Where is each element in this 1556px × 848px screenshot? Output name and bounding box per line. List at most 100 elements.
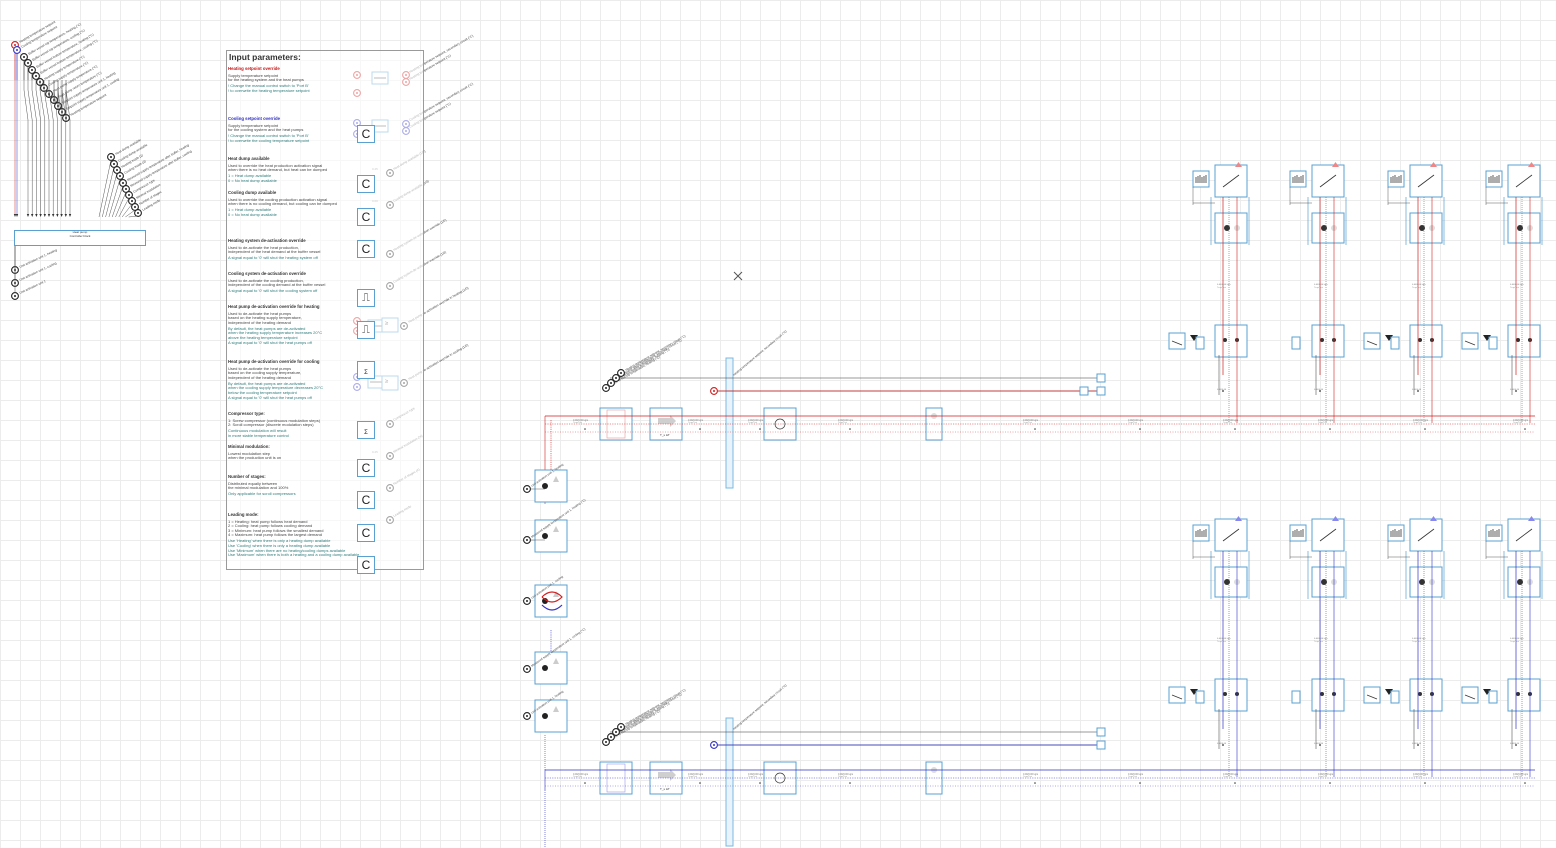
arrow-up-icon xyxy=(1235,162,1242,167)
port-dot xyxy=(125,188,127,190)
pulse-block[interactable]: ⎍ xyxy=(357,321,375,339)
constant-block[interactable]: C xyxy=(357,208,375,226)
param-line: independent of the heating demand xyxy=(228,319,291,325)
pump-icon xyxy=(542,665,548,671)
controller-input-wire xyxy=(121,203,133,218)
header-pipe xyxy=(725,717,734,847)
param-section-title: Heating setpoint override xyxy=(228,66,280,71)
controller-input-wire xyxy=(125,209,136,218)
unit-control-block xyxy=(1214,324,1248,358)
flow-label: Tsup/Tret xyxy=(1412,286,1421,289)
arrow-up-icon xyxy=(1332,162,1339,167)
junction xyxy=(1515,390,1517,392)
port-dot xyxy=(16,49,18,51)
junction xyxy=(1424,428,1426,430)
pump-icon xyxy=(1321,579,1327,585)
port-dot xyxy=(605,387,607,389)
flow-label: Tsup/Tret xyxy=(748,775,757,778)
junction xyxy=(1524,428,1526,430)
controller-input-wire xyxy=(128,215,139,218)
unit-control-block xyxy=(1311,678,1345,712)
pulse-block[interactable]: ⎍ xyxy=(357,289,375,307)
port-dot xyxy=(110,156,112,158)
flow-label: Tsup/Tret xyxy=(1314,286,1323,289)
gain-block xyxy=(1291,336,1301,350)
junction xyxy=(584,428,586,430)
gain-block xyxy=(1291,690,1301,704)
flow-label: Tsup/Tret xyxy=(1318,775,1327,778)
flow-label: 0.00/0.00 kg/s xyxy=(838,419,854,422)
unit-pump-block xyxy=(1311,212,1345,244)
param-line: Supply temperature setpoint xyxy=(228,122,279,128)
junction xyxy=(1139,782,1141,784)
arrow-head xyxy=(60,214,63,217)
arrow-up-icon xyxy=(1332,516,1339,521)
flow-label: Tsup/Tret xyxy=(1217,640,1226,643)
pump-icon xyxy=(1517,225,1523,231)
param-section-title: Cooling system de-activation override xyxy=(228,271,306,276)
param-note: A signal equal to '0' will shut the heat… xyxy=(228,339,312,345)
constant-block[interactable]: C xyxy=(357,175,375,193)
sensor-port xyxy=(617,369,625,377)
flow-label: 0.00/0.00 kg/s xyxy=(1318,419,1334,422)
arrow-icon xyxy=(553,706,559,712)
param-line: Used to de-activate the cooling producti… xyxy=(228,277,304,283)
param-section-title: Heating system de-activation override xyxy=(228,238,306,243)
unit-pump-block xyxy=(1311,566,1345,598)
constant-block[interactable]: C xyxy=(357,459,375,477)
weather-icon-block xyxy=(1192,170,1210,188)
offset-block[interactable]: Σ xyxy=(357,361,375,379)
header-pipe xyxy=(725,357,734,489)
controller-block[interactable]: Heat pump Controller block xyxy=(14,230,146,246)
port-dot xyxy=(605,741,607,743)
flow-label: 0.00/0.00 xyxy=(1314,743,1324,745)
constant-block[interactable]: C xyxy=(357,524,375,542)
unit-control-block xyxy=(1214,678,1248,712)
param-section-title: Cooling dump available xyxy=(228,190,277,195)
controller-input-wire xyxy=(39,85,46,216)
switch-block xyxy=(1363,332,1381,350)
offset-block[interactable]: Σ xyxy=(357,421,375,439)
arrow-icon xyxy=(553,476,559,482)
param-section: Heat pump de-activation override for hea… xyxy=(228,304,368,345)
diag-icon xyxy=(1515,528,1533,542)
port-dot xyxy=(14,295,16,297)
setpoint-port xyxy=(710,387,718,395)
param-line: Used to de-activate the heat production, xyxy=(228,244,299,250)
constant-block[interactable]: C xyxy=(357,491,375,509)
param-note: above the heating temperature setpoint xyxy=(228,335,298,341)
arrow-head xyxy=(35,214,38,217)
junction xyxy=(1329,782,1331,784)
arrow-head xyxy=(52,214,55,217)
weather-icon-block xyxy=(1485,170,1503,188)
switch-icon xyxy=(1464,694,1476,700)
port-dot xyxy=(620,372,622,374)
cursor-cross-icon xyxy=(733,271,743,281)
port-dot xyxy=(526,668,528,670)
param-note: when the cooling supply temperature decr… xyxy=(228,385,323,391)
diag-icon xyxy=(1417,528,1435,542)
flow-label: 0.00/0.00 kg/s xyxy=(1023,419,1039,422)
param-note: A signal equal to '0' will shut the heat… xyxy=(228,394,312,400)
controller-input-port xyxy=(107,153,115,161)
constant-block[interactable]: C xyxy=(357,125,375,143)
port-dot xyxy=(116,169,118,171)
pump-icon xyxy=(1320,338,1324,342)
param-line: when there is no cooling demand, but coo… xyxy=(228,201,337,207)
flow-label: Tsup/Tret xyxy=(1318,421,1327,424)
controller-input-port xyxy=(134,209,142,217)
controller-input-port xyxy=(20,53,28,61)
diag-icon xyxy=(1222,528,1240,542)
param-line: 4 = Maximum: heat pump follows the large… xyxy=(228,532,322,538)
heating-unit-1 xyxy=(534,469,568,503)
constant-block[interactable]: C xyxy=(357,556,375,574)
param-line: when there is no heat demand, but heat c… xyxy=(228,167,328,173)
unit-pump-block xyxy=(1409,566,1443,598)
pump-icon xyxy=(1224,579,1230,585)
param-line: 1: Screw compressor (continuous modulati… xyxy=(228,417,321,423)
constant-block[interactable]: C xyxy=(357,240,375,258)
flow-label: 0.00/0.00 xyxy=(1510,743,1520,745)
switch-block xyxy=(1363,686,1381,704)
